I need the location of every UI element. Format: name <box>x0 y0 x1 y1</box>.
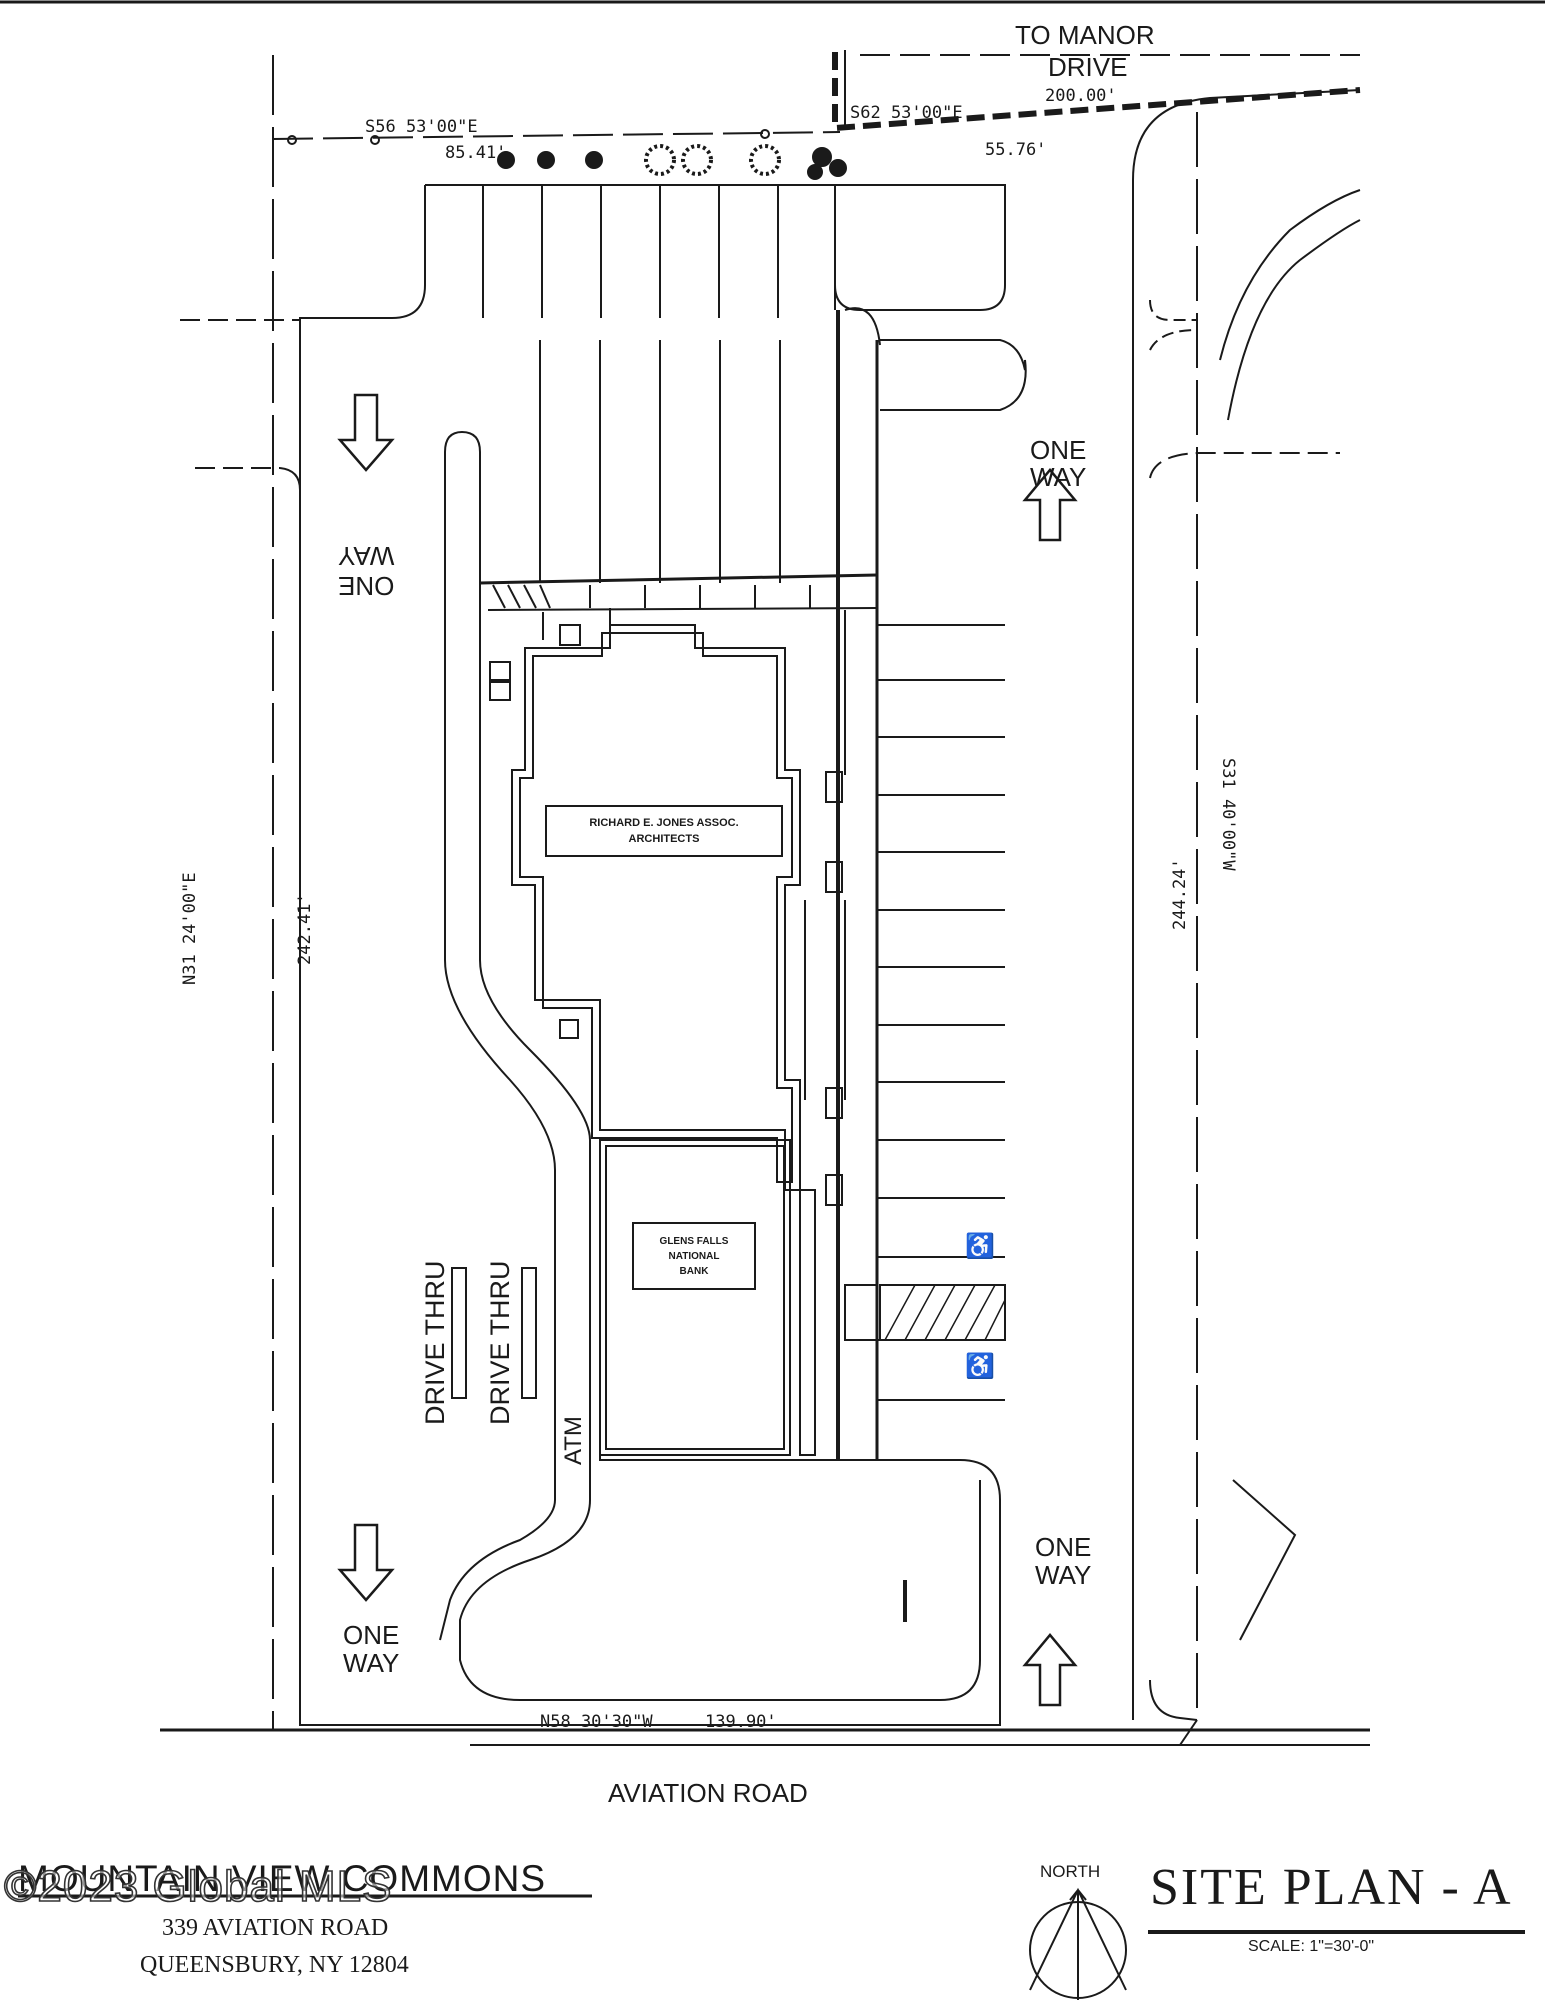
east-bearing: S31 40'00"W <box>1218 758 1238 871</box>
north-bearing: S56 53'00"E <box>365 117 478 137</box>
to-manor-label: TO MANOR <box>1015 20 1155 50</box>
scale-label: SCALE: 1"=30'-0" <box>1248 1938 1375 1955</box>
utility-box <box>559 624 581 646</box>
bank-line2: NATIONAL <box>668 1251 720 1262</box>
one-way-sw-way: WAY <box>343 1648 400 1678</box>
north-dist-right: 55.76' <box>985 140 1047 160</box>
manor-bearing: S62 53'00"E <box>850 103 963 123</box>
address-line1: 339 AVIATION ROAD <box>162 1915 389 1941</box>
accessible-aisle <box>879 1284 1006 1341</box>
north-stalls <box>482 185 779 318</box>
one-way-ne-way: WAY <box>1030 462 1087 492</box>
bank-line3: BANK <box>679 1266 709 1277</box>
aviation-road-label: AVIATION ROAD <box>608 1778 808 1808</box>
architects-line1: RICHARD E. JONES ASSOC. <box>589 817 739 829</box>
drive-label: DRIVE <box>1048 52 1128 82</box>
architects-sign: RICHARD E. JONES ASSOC. ARCHITECTS <box>545 805 783 857</box>
building-outline <box>511 624 816 1456</box>
drive-thru-label-2: DRIVE THRU <box>485 1260 515 1425</box>
atm-label: ATM <box>560 1416 587 1465</box>
one-way-se-way: WAY <box>1035 1560 1092 1590</box>
middle-stalls <box>539 340 781 583</box>
east-stalls <box>877 624 1005 1401</box>
north-dist-left: 85.41' <box>445 143 507 163</box>
accessible-parking-icon: ♿ <box>965 1233 995 1260</box>
north-parking-area <box>299 185 1002 1726</box>
bank-sign: GLENS FALLS NATIONAL BANK <box>632 1222 756 1290</box>
one-way-upside-down-way: WAY <box>338 541 395 571</box>
west-island <box>444 430 981 1701</box>
south-dist: 139.90' <box>705 1712 777 1732</box>
one-way-upside-down-one: ONE <box>338 571 395 601</box>
mls-watermark: ©2023 Global MLS <box>3 1861 393 1912</box>
drive-thru-label-1: DRIVE THRU <box>420 1260 450 1425</box>
west-dist: 242.41' <box>295 893 315 965</box>
north-arrow <box>1029 1887 1127 2000</box>
address-line2: QUEENSBURY, NY 12804 <box>140 1952 409 1978</box>
west-bearing: N31 24'00"E <box>180 872 200 985</box>
one-way-sw-one: ONE <box>343 1620 400 1650</box>
bollards <box>825 771 843 1206</box>
north-property-line <box>272 131 841 140</box>
manor-dist: 200.00' <box>1045 86 1117 106</box>
drive-thru-lanes <box>451 1267 537 1399</box>
sidewalk-hatch <box>492 584 811 640</box>
one-way-se-one: ONE <box>1035 1532 1092 1562</box>
project-title: MOUNTAIN VIEW COMMONS <box>18 1858 547 1899</box>
sheet-title: SITE PLAN - A <box>1150 1859 1513 1916</box>
bank-line1: GLENS FALLS <box>659 1236 729 1247</box>
east-drive <box>1132 89 1361 1720</box>
one-way-ne-one: ONE <box>1030 435 1087 465</box>
north-label: NORTH <box>1040 1862 1101 1881</box>
one-way-arrows <box>337 393 1078 1707</box>
trees <box>497 144 847 180</box>
east-dist: 244.24' <box>1170 858 1190 930</box>
accessible-parking-icon: ♿ <box>965 1353 995 1380</box>
architects-line2: ARCHITECTS <box>628 833 700 845</box>
south-bearing: N58 30'30"W <box>540 1712 653 1732</box>
